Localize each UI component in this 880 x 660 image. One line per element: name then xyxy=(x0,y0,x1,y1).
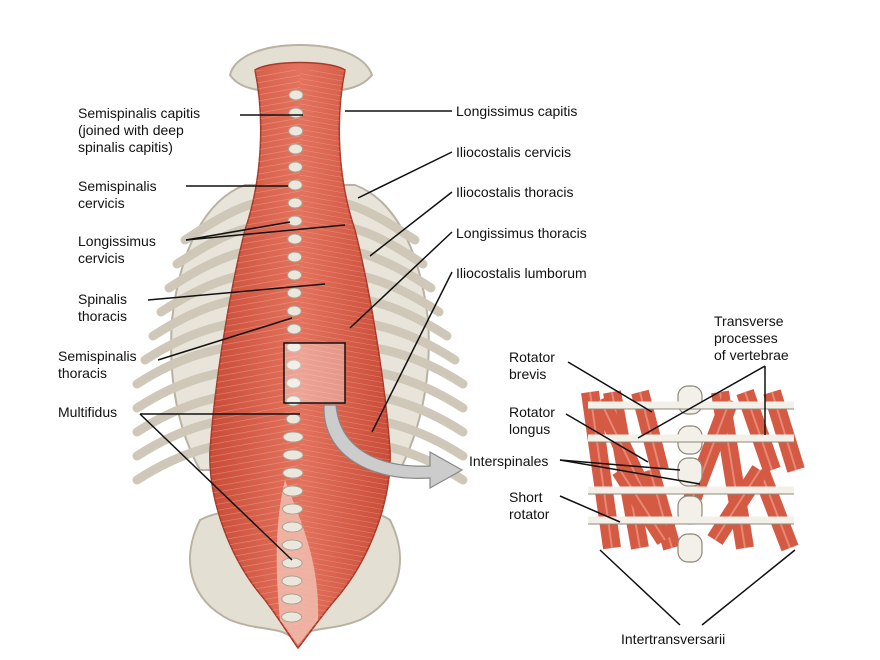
detail-vertebrae xyxy=(588,385,794,563)
label-iliocostalis-thoracis: Iliocostalis thoracis xyxy=(456,184,574,200)
detail-muscle-fiber xyxy=(714,469,761,541)
detail-region-box xyxy=(283,342,346,404)
leader-line xyxy=(369,191,453,257)
vertebra xyxy=(282,503,304,515)
label-iliocostalis-cervicis: Iliocostalis cervicis xyxy=(456,144,572,160)
leader-line xyxy=(559,459,681,471)
vertebra xyxy=(287,251,303,263)
leader-lines xyxy=(139,110,796,626)
vertebra xyxy=(286,377,302,389)
leader-line xyxy=(371,271,453,433)
vertebra xyxy=(287,269,302,281)
vertebra xyxy=(282,449,304,461)
leader-line xyxy=(565,413,649,463)
detail-spinous-process xyxy=(677,533,703,563)
vertebra xyxy=(281,593,303,605)
leader-line xyxy=(139,413,293,561)
vertebra xyxy=(282,431,304,443)
vertebra xyxy=(286,341,302,353)
vertebra xyxy=(287,197,303,209)
label-interspinales: Interspinales xyxy=(469,453,549,469)
vertebra xyxy=(286,323,302,335)
vertebra xyxy=(286,359,302,371)
leader-line xyxy=(357,151,453,199)
vertebral-column xyxy=(281,89,304,623)
leader-line xyxy=(637,365,766,439)
vertebra xyxy=(281,539,303,551)
detail-spinous-process xyxy=(677,385,703,415)
leader-line xyxy=(559,495,621,523)
leader-line xyxy=(185,224,346,241)
vertebra xyxy=(282,467,304,479)
vertebra xyxy=(286,287,302,299)
label-intertransversarii: Intertransversarii xyxy=(621,631,726,647)
detail-arrow xyxy=(323,404,464,490)
vertebra xyxy=(287,179,303,191)
leader-line xyxy=(567,361,653,413)
vertebra xyxy=(288,107,304,119)
vertebra xyxy=(286,305,302,317)
leader-line xyxy=(349,231,453,329)
vertebra xyxy=(287,233,303,245)
vertebra xyxy=(288,89,304,101)
vertebra xyxy=(287,215,303,227)
vertebra xyxy=(288,125,304,137)
vertebra xyxy=(285,413,301,425)
label-multifidus: Multifidus xyxy=(58,404,118,420)
deep-muscles-detail xyxy=(581,385,805,563)
leader-line xyxy=(157,317,293,361)
leader-line xyxy=(559,459,701,485)
label-longissimus-thoracis: Longissimus thoracis xyxy=(456,225,587,241)
leader-line xyxy=(185,221,291,241)
leader-line xyxy=(147,283,326,301)
vertebra xyxy=(281,557,303,569)
detail-spinous-process xyxy=(677,457,703,487)
leader-line xyxy=(701,549,796,626)
label-iliocostalis-lumborum: Iliocostalis lumborum xyxy=(456,265,587,281)
vertebra xyxy=(282,485,304,497)
vertebra xyxy=(281,611,303,623)
leader-line xyxy=(599,549,681,626)
label-longissimus-capitis: Longissimus capitis xyxy=(456,103,578,119)
detail-muscle-fiber xyxy=(619,469,666,541)
vertebra xyxy=(288,143,304,155)
vertebra xyxy=(281,575,303,587)
vertebra xyxy=(287,161,303,173)
detail-muscle-fiber xyxy=(759,469,791,549)
vertebra xyxy=(281,521,303,533)
